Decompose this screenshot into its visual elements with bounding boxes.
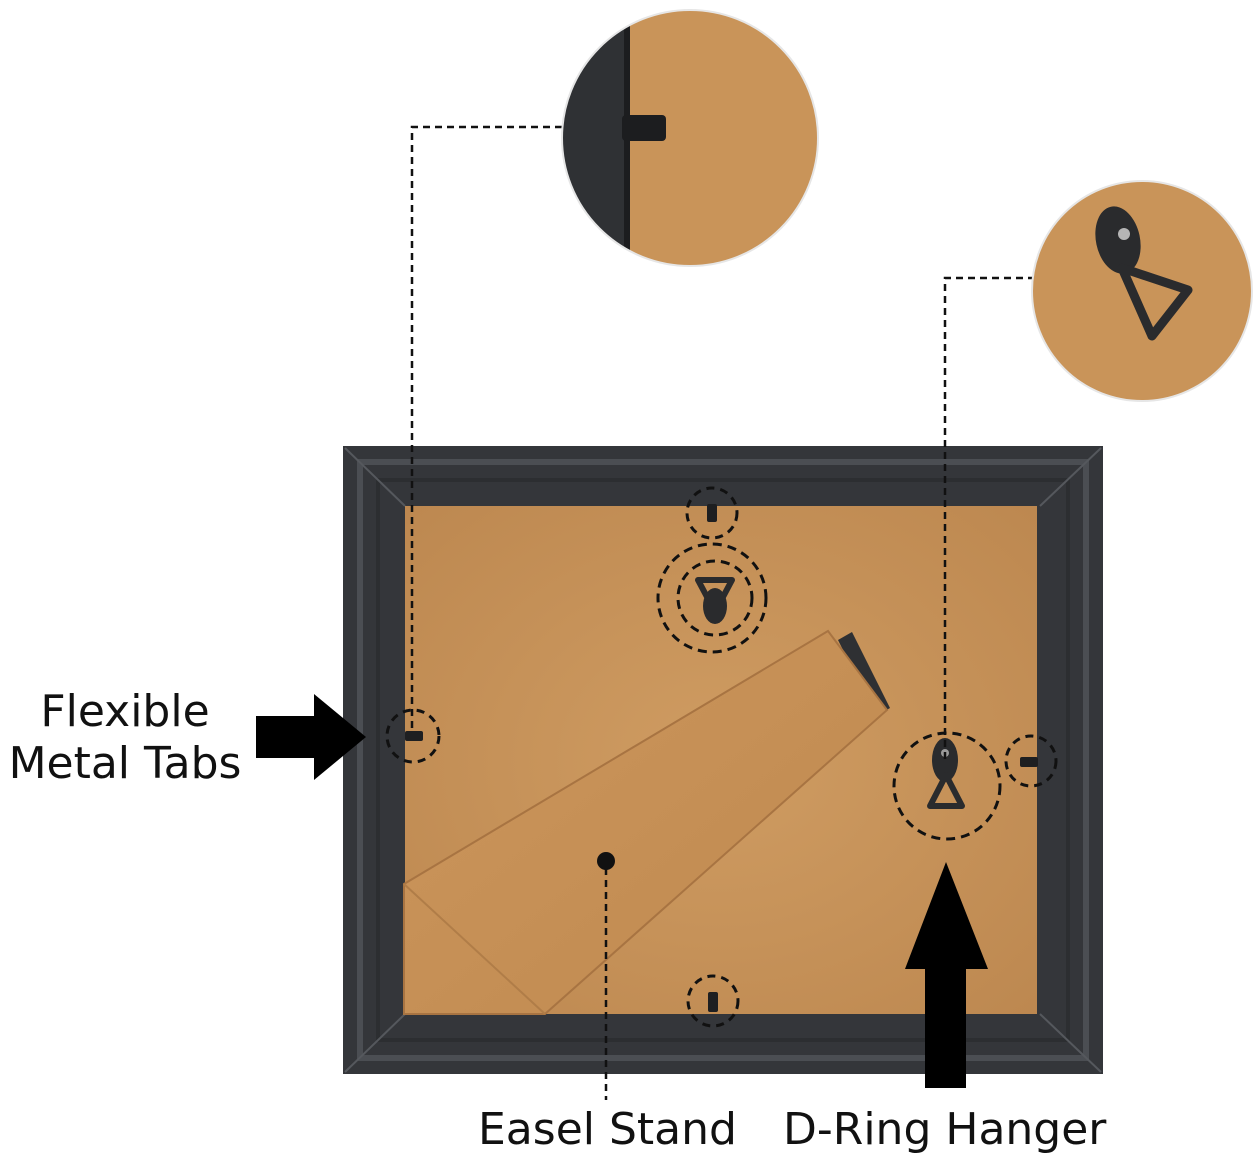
zoom-metal-tab	[561, 9, 819, 267]
label-flexible-metal-tabs-line2: Metal Tabs	[8, 738, 242, 789]
leader-lines	[410, 125, 1035, 1100]
metal-tab-right	[1004, 734, 1058, 788]
label-flexible-metal-tabs-line1: Flexible	[40, 686, 210, 737]
label-easel-stand: Easel Stand	[478, 1104, 737, 1155]
arrow-right-icon	[256, 694, 366, 780]
metal-tab-bottom	[686, 974, 740, 1028]
arrow-up-icon	[905, 862, 988, 1088]
easel-marker-dot	[597, 852, 615, 870]
label-flexible-metal-tabs: Flexible Metal Tabs	[0, 686, 250, 790]
metal-tab-top	[685, 486, 739, 540]
label-d-ring-hanger: D-Ring Hanger	[783, 1104, 1107, 1155]
d-ring-hanger-top	[656, 542, 768, 654]
easel-panel	[403, 629, 889, 1015]
easel-stand	[403, 629, 890, 1015]
leader-metal-tab	[410, 125, 562, 733]
metal-tab-left	[385, 708, 441, 764]
frame-bevel	[357, 459, 1089, 1061]
zoom-d-ring	[1031, 180, 1253, 402]
d-ring-hanger-right	[892, 731, 1002, 841]
leader-d-ring	[943, 276, 1035, 760]
